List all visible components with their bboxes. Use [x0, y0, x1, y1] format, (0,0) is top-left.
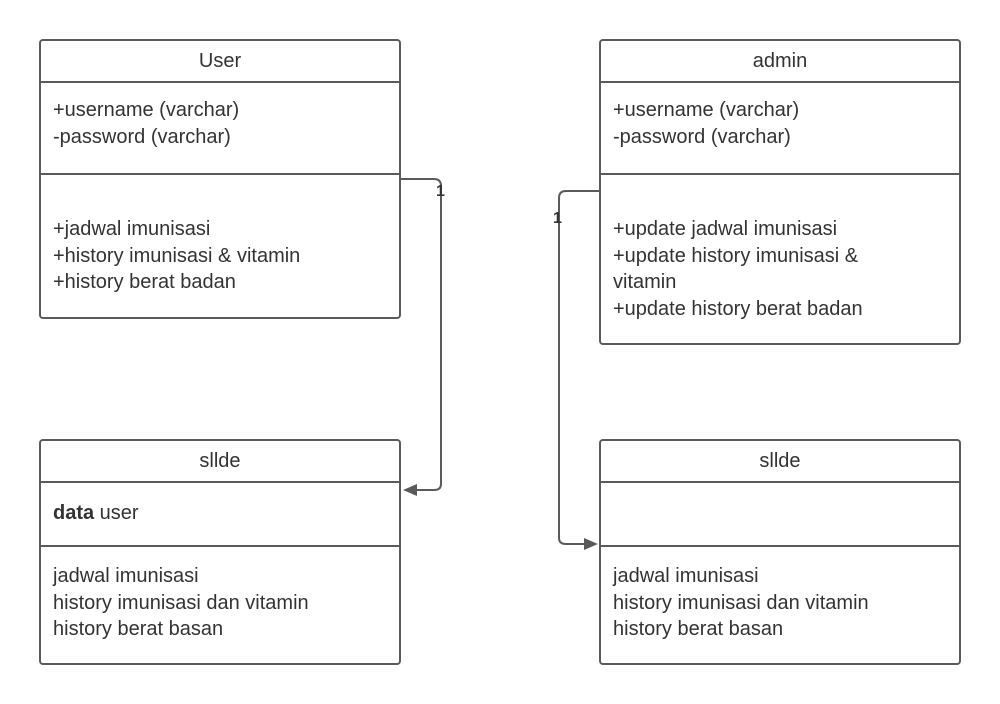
class-slide-right-methods: jadwal imunisasi history imunisasi dan v… [601, 547, 959, 643]
class-slide-left-methods: jadwal imunisasi history imunisasi dan v… [41, 547, 399, 643]
attribute-username: +username (varchar) [613, 99, 800, 121]
attribute-data-user: data user [53, 500, 387, 527]
method-history-imunisasi-vitamin: history imunisasi dan vitamin [53, 591, 309, 614]
arrowhead-icon [584, 538, 598, 550]
multiplicity-admin: 1 [553, 210, 562, 227]
attribute-data-keyword: data [53, 502, 95, 524]
method-jadwal-imunisasi: jadwal imunisasi [53, 565, 199, 587]
method-history-berat-basan: history berat basan [53, 618, 224, 640]
method-update-history-imunisasi-vitamin: +update history imunisasi & vitamin [613, 244, 859, 294]
attribute-user-word: user [94, 502, 139, 524]
method-history-berat-badan: +history berat badan [53, 271, 236, 293]
method-history-imunisasi-vitamin: +history imunisasi & vitamin [53, 244, 301, 267]
method-history-imunisasi-vitamin: history imunisasi dan vitamin [613, 591, 869, 614]
class-admin-title: admin [601, 41, 959, 83]
method-jadwal-imunisasi: jadwal imunisasi [613, 565, 759, 587]
class-slide-left-attributes: data user [41, 483, 399, 547]
class-slide-left[interactable]: sllde data user jadwal imunisasi history… [39, 439, 401, 665]
multiplicity-user: 1 [436, 183, 445, 200]
class-user-attributes: +username (varchar) -password (varchar) [41, 83, 399, 175]
class-slide-right-title: sllde [601, 441, 959, 483]
class-slide-right[interactable]: sllde jadwal imunisasi history imunisasi… [599, 439, 961, 665]
method-jadwal-imunisasi: +jadwal imunisasi [53, 218, 211, 240]
class-user[interactable]: User +username (varchar) -password (varc… [39, 39, 401, 319]
method-update-history-berat-badan: +update history berat badan [613, 297, 863, 320]
class-user-methods: +jadwal imunisasi +history imunisasi & v… [41, 175, 399, 296]
class-user-title: User [41, 41, 399, 83]
class-admin[interactable]: admin +username (varchar) -password (var… [599, 39, 961, 345]
class-slide-left-title: sllde [41, 441, 399, 483]
class-admin-methods: +update jadwal imunisasi +update history… [601, 175, 901, 322]
connector-user-to-slide[interactable]: 1 [401, 178, 445, 496]
attribute-password: -password (varchar) [53, 125, 231, 148]
class-slide-right-attributes [601, 483, 959, 547]
connector-admin-to-slide-line [558, 190, 599, 545]
attribute-username: +username (varchar) [53, 99, 240, 121]
method-history-berat-basan: history berat basan [613, 618, 784, 640]
attribute-password: -password (varchar) [613, 125, 791, 148]
method-update-jadwal-imunisasi: +update jadwal imunisasi [613, 218, 838, 240]
connector-user-to-slide-line [401, 178, 442, 491]
arrowhead-icon [403, 484, 417, 496]
class-admin-attributes: +username (varchar) -password (varchar) [601, 83, 959, 175]
connector-admin-to-slide[interactable]: 1 [553, 190, 599, 550]
